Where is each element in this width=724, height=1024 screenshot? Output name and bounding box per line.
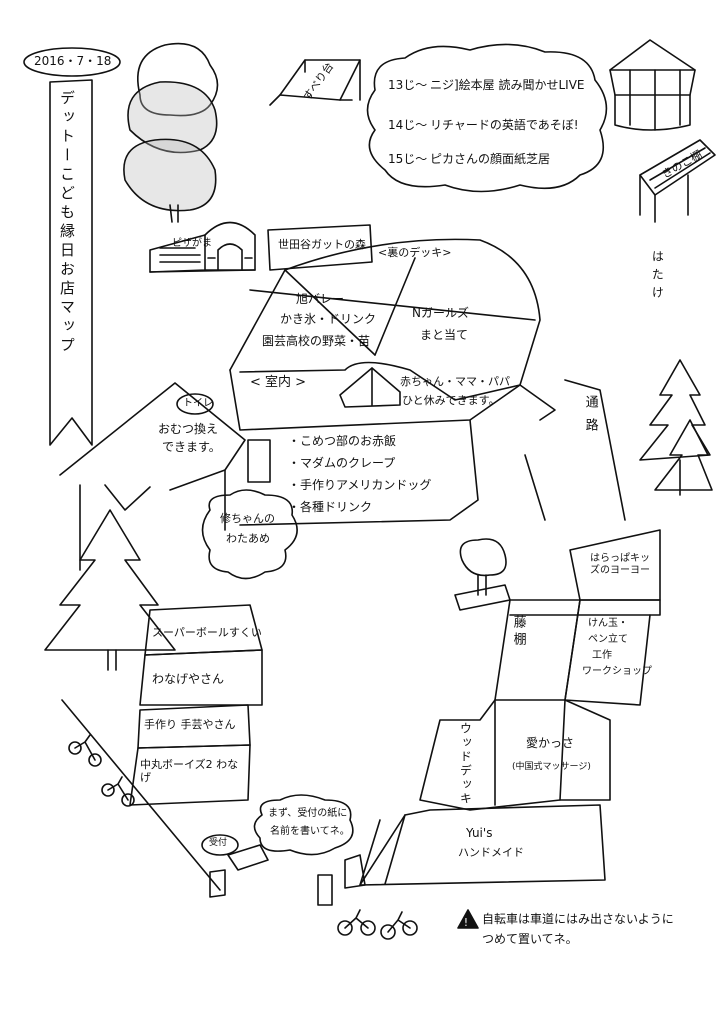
bike-notice-line-1: 自転車は車道にはみ出さないように <box>482 912 674 926</box>
small-tree <box>454 538 511 611</box>
road-label: 通路 <box>582 395 598 441</box>
pizza-oven-label: ピザがま <box>172 238 212 249</box>
reception-desk <box>201 834 333 906</box>
kendama-line-3: 工作 <box>592 650 612 661</box>
watame-line-2: わたあめ <box>226 532 270 545</box>
pine-trees-right <box>639 359 713 496</box>
schedule-time-2: 14じ〜 <box>388 118 428 132</box>
banner-title: デットーこども縁日お店マップ <box>58 90 76 356</box>
date-oval <box>23 47 121 77</box>
left-stall-3: 手作り 手芸やさん <box>144 718 236 731</box>
date-label: 2016・7・18 <box>34 54 112 68</box>
trees-top-left <box>123 42 219 223</box>
aikasa-line-1: 愛かっさ <box>526 736 575 750</box>
gazebo-drawing <box>609 39 696 131</box>
omutsu-line-2: できます。 <box>162 440 221 454</box>
road <box>524 379 626 521</box>
indoor-label: < 室内 > <box>250 375 307 390</box>
watame-cloud <box>201 489 298 580</box>
warning-icon <box>457 909 479 929</box>
back-deck-label: <裏のデッキ> <box>378 246 452 259</box>
n-girls-label: Nガールズ <box>412 306 469 320</box>
harappa-label: はらっぱキッズのヨーヨー <box>590 553 650 576</box>
reception-line-2: 名前を書いてネ。 <box>270 826 350 837</box>
left-stall-1: スーパーボールすくい <box>152 626 262 639</box>
kakigori-label: かき氷・ドリンク <box>280 312 377 326</box>
schedule-text-3: ピカさんの顔面紙芝居 <box>430 152 551 166</box>
left-stall-2: わなげやさん <box>152 672 225 686</box>
left-stall-4: 中丸ボーイズ2 わなげ <box>140 758 239 785</box>
reception-line-1: まず、受付の紙に <box>268 808 348 819</box>
asahi-valley-label: 旭バレー <box>296 292 345 306</box>
schedule-cloud <box>366 43 608 193</box>
schedule-time-1: 13じ〜 <box>388 78 428 92</box>
reception-cloud <box>253 794 354 856</box>
uketsuke-label: 受付 <box>209 838 228 848</box>
kendama-line-4: ワークショップ <box>582 666 652 677</box>
sidewalk-line <box>61 699 221 891</box>
toilet-building <box>59 382 246 571</box>
kendama-line-2: ペン立て <box>588 634 628 645</box>
aikasa-line-2: (中国式マッサージ) <box>512 762 591 772</box>
omutsu-line-1: おむつ換え <box>158 422 219 436</box>
schedule-time-3: 15じ〜 <box>388 152 428 166</box>
bike-notice-line-2: つめて置いてネ。 <box>482 932 578 946</box>
pine-tree-left <box>44 509 176 671</box>
main-building <box>229 238 556 526</box>
engei-label: 園芸高校の野菜・苗 <box>262 334 371 348</box>
svg-text:!: ! <box>464 916 468 929</box>
wood-deck-label: ウッドデッキ <box>458 722 473 806</box>
indoor-item-3: ・手作りアメリカンドッグ <box>288 478 432 492</box>
rest-line-1: 赤ちゃん・ママ・パパ <box>400 375 510 388</box>
setagaya-sign-label: 世田谷ガットの森 <box>278 238 366 251</box>
setagaya-sign-frame <box>267 224 373 271</box>
mato-ate-label: まと当て <box>420 328 469 342</box>
toilet-label: トイレ <box>183 398 213 409</box>
bicycles <box>68 734 418 940</box>
rest-line-2: ひと休みできます。 <box>402 394 500 407</box>
schedule-text-1: ニジ]絵本屋 読み聞かせLIVE <box>430 78 585 92</box>
title-banner <box>49 79 93 446</box>
watame-line-1: 修ちゃんの <box>220 512 275 525</box>
yuis-line-2: ハンドメイド <box>458 846 524 859</box>
kendama-line-1: けん玉・ <box>588 618 628 629</box>
schedule-text-2: リチャードの英語であそぼ! <box>430 118 579 132</box>
right-stalls <box>344 529 661 889</box>
mushroom-shelf-drawing <box>639 139 716 223</box>
slide-drawing <box>269 59 361 106</box>
indoor-item-1: ・こめつ部のお赤飯 <box>288 434 397 448</box>
pizza-oven-drawing <box>149 221 256 273</box>
indoor-item-4: ・各種ドリンク <box>288 500 373 514</box>
field-label: はたけ <box>650 250 665 304</box>
yuis-line-1: Yui's <box>466 826 493 840</box>
fuji-dana-label: 藤棚 <box>510 615 526 649</box>
indoor-item-2: ・マダムのクレープ <box>288 456 396 470</box>
